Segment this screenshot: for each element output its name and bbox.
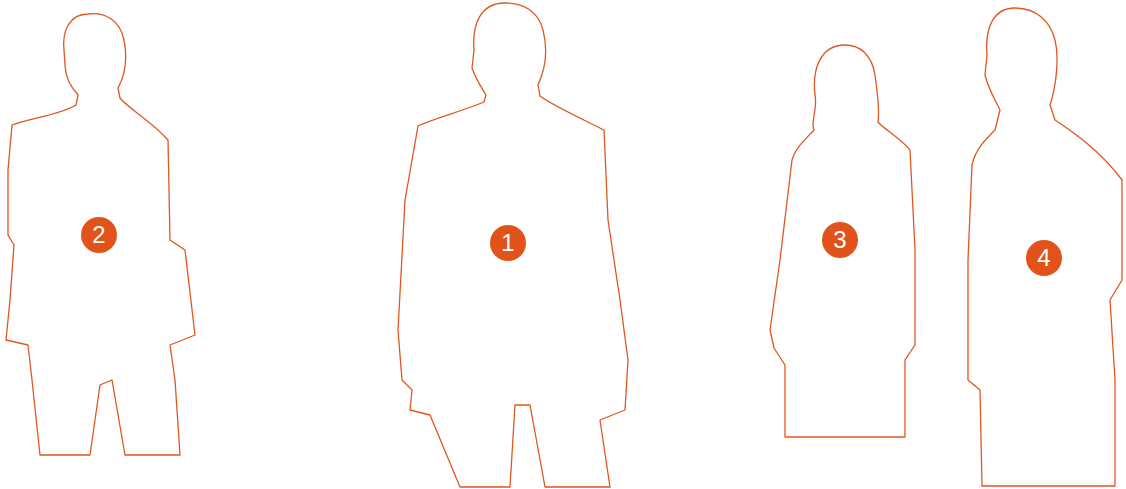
person-outline: [6, 14, 195, 455]
callout-badge: 4: [1026, 240, 1062, 276]
person-outline: [398, 3, 628, 487]
person-outline: [770, 45, 915, 437]
person-outline: [968, 8, 1122, 486]
callout-number: 1: [501, 231, 514, 255]
callout-badge: 3: [822, 222, 858, 258]
callout-number: 3: [833, 228, 846, 252]
callout-number: 4: [1037, 246, 1050, 270]
callout-badge: 1: [490, 225, 526, 261]
callout-badge: 2: [81, 217, 117, 253]
callout-number: 2: [92, 223, 105, 247]
